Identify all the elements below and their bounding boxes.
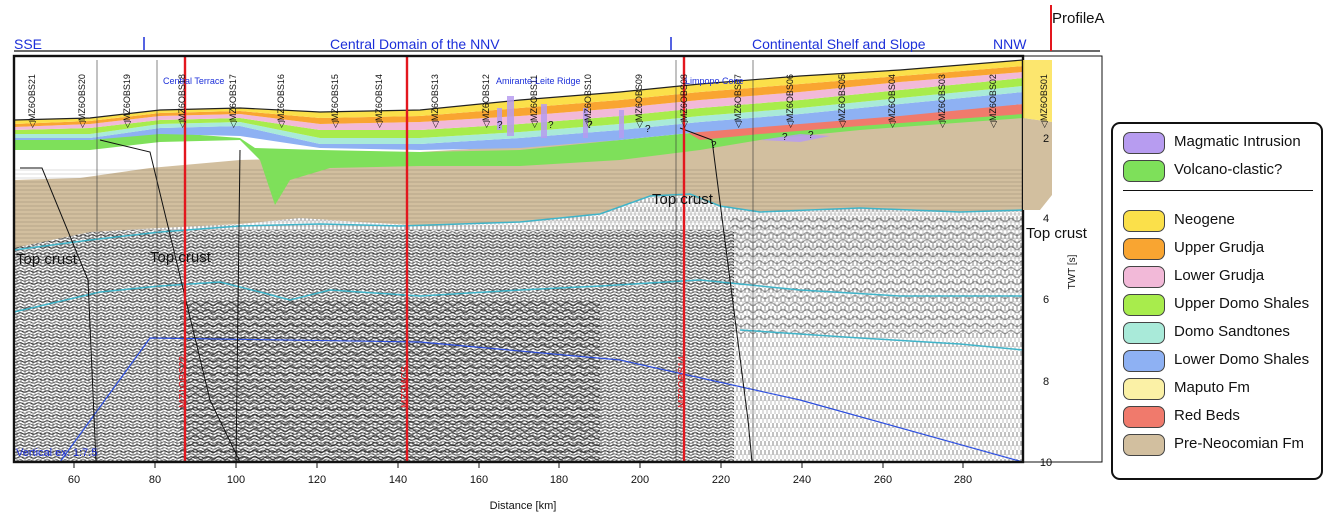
profile-label: ProfileA [1052,10,1105,27]
legend-swatch [1123,378,1165,400]
domain-label-shelf: Continental Shelf and Slope [752,36,926,52]
x-tick-label: 280 [954,474,972,486]
station-label: ◁MZ6OBS08 [679,74,689,128]
x-tick-label: 60 [68,474,80,486]
legend-label: Lower Domo Shales [1174,351,1310,368]
twt-strip [1022,55,1103,463]
top-crust-label: Top crust [150,249,212,266]
station-label: ◁MZ6OBS15 [330,74,340,128]
station-label: ◁MZ6OBS03 [937,74,947,128]
x-tick-label: 160 [470,474,488,486]
legend-label: Domo Sandtones [1174,323,1290,340]
legend-swatch [1123,406,1165,428]
legend-label: Lower Grudja [1174,267,1265,284]
obs-vertical-lines [96,60,754,462]
x-tick-label: 180 [550,474,568,486]
station-label: ◁MZ6OBS17 [228,74,238,128]
crossing-line-mz3mcs: MZ3MCS [400,365,411,408]
top-crust-label: Top crust [1026,225,1088,242]
twt-strip-top-fill [1023,60,1052,122]
uncertain-mark: ? [808,130,814,141]
feature-central-terrace: Central Terrace [163,76,224,86]
station-label: ◁MZ6OBS02 [988,74,998,128]
y-tick-label: 2 [1043,133,1049,145]
station-traces [20,116,1023,462]
station-label: ◁MZ6OBS13 [430,74,440,128]
station-label: ◁MZ6OBS12 [481,74,491,128]
uncertain-mark: ? [711,140,717,151]
domain-label-nnw: NNW [993,36,1027,52]
legend-divider [1123,190,1313,191]
legend-label: Upper Grudja [1174,239,1265,256]
twt-strip-fill [1023,118,1052,210]
station-label: ◁MZ6OBS07 [733,74,743,128]
x-tick-label: 200 [631,474,649,486]
uncertain-mark: ? [548,120,554,131]
y-axis-label: TWT [s] [1067,254,1078,289]
legend-swatch [1123,434,1165,456]
crossing-line-mz2obs14: MZ2OBS14 [677,355,688,408]
x-tick-label: 120 [308,474,326,486]
station-label: ◁MZ6OBS06 [785,74,795,128]
legend-label: Volcano-clastic? [1174,161,1283,178]
station-label: ◁MZ6OBS16 [276,74,286,128]
seismic-section [14,56,1023,462]
legend-label: Neogene [1174,211,1235,228]
y-tick-label: 8 [1043,376,1049,388]
x-tick-label: 140 [389,474,407,486]
station-label: ◁MZ6OBS19 [122,74,132,128]
domain-label-sse: SSE [14,36,43,52]
station-label: ◁MZ6OBS10 [583,74,593,128]
uncertain-mark: ? [782,132,788,143]
top-crust-label: Top crust [652,191,714,208]
legend-label: Maputo Fm [1174,379,1250,396]
legend-label: Pre-Neocomian Fm [1174,435,1305,452]
crossing-line-mz1obs22: MZ1OBS22 [178,355,189,408]
uncertain-mark: ? [645,124,651,135]
station-label: ◁MZ6OBS11 [529,75,539,128]
horizon-lines [14,193,1023,351]
feature-limpopo-cone: Limpopo Cone [685,76,744,86]
x-tick-label: 100 [227,474,245,486]
vertical-exaggeration: Vertical ex. 1:7.5 [16,447,97,459]
legend-swatch [1123,238,1165,260]
station-label: ◁MZ6OBS05 [837,74,847,128]
legend-label: Red Beds [1174,407,1240,424]
y-tick-label: 6 [1043,294,1049,306]
legend-swatch [1123,266,1165,288]
station-label: ◁MZ6OBS18 [177,74,187,128]
y-tick-label: 4 [1043,213,1049,225]
station-label: ◁MZ6OBS20 [77,74,87,128]
top-crust-label: Top crust [16,251,78,268]
station-label: ◁MZ6OBS04 [887,74,897,128]
y-tick-label: 10 [1040,457,1052,469]
legend-label: Upper Domo Shales [1174,295,1310,312]
legend-swatch [1123,132,1165,154]
legend-label: Magmatic Intrusion [1174,133,1301,150]
legend-swatch [1123,294,1165,316]
legend-swatch [1123,160,1165,182]
uncertain-mark: ? [497,120,503,131]
station-label: ◁MZ6OBS01 [1039,74,1049,128]
station-label: ◁MZ6OBS09 [634,74,644,128]
station-label: ◁MZ6OBS21 [27,74,37,128]
domain-boundary-ticks [143,37,672,50]
station-label: ◁MZ6OBS14 [374,74,384,128]
x-tick-label: 260 [874,474,892,486]
x-tick-label: 220 [712,474,730,486]
x-axis-label: Distance [km] [490,500,557,512]
domain-label-central: Central Domain of the NNV [330,36,500,52]
magmatic-intrusions [497,96,830,142]
crossing-line-marks [183,56,686,462]
x-tick-label: 80 [149,474,161,486]
feature-amirante-leite: Amirante-Leite Ridge [496,76,581,86]
legend-swatch [1123,322,1165,344]
x-tick-label: 240 [793,474,811,486]
legend-swatch [1123,210,1165,232]
uncertain-mark: ? [587,120,593,131]
legend-swatch [1123,350,1165,372]
